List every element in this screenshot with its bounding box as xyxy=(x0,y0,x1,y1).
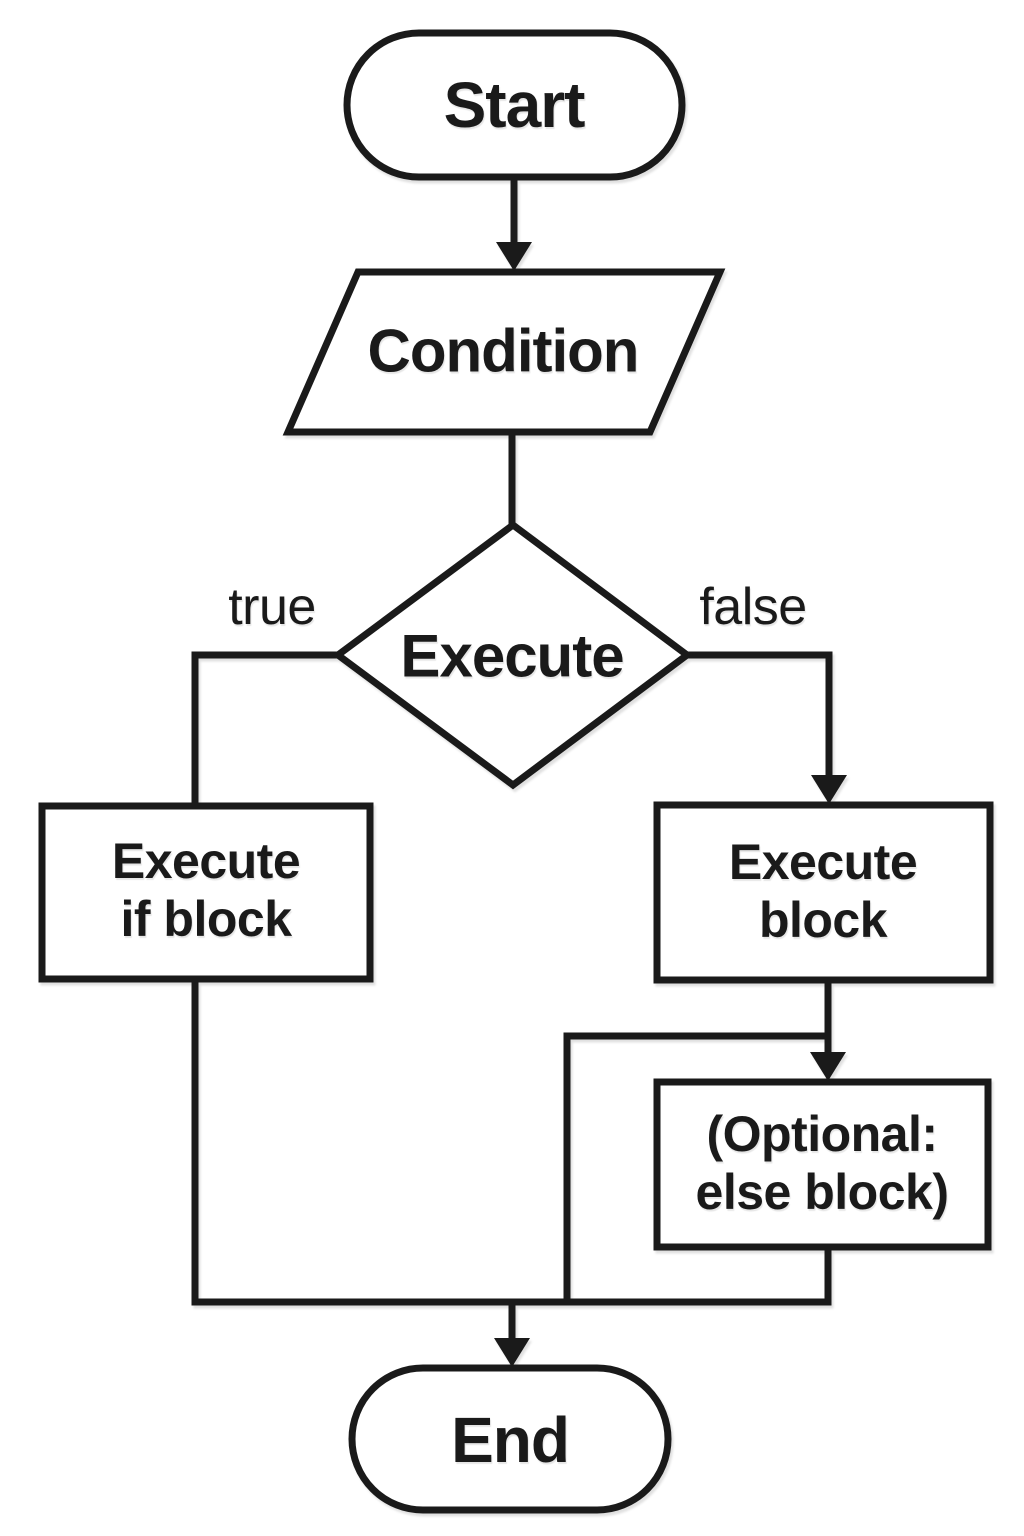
if-block-label: Execute if block xyxy=(111,832,301,948)
execute-block-process-shape xyxy=(653,801,994,984)
execute-block-label: Execute block xyxy=(728,833,918,949)
end-node-label: End xyxy=(451,1404,570,1476)
false-branch-label: false xyxy=(699,578,807,636)
edge-true-branch xyxy=(191,651,350,812)
start-node-label: Start xyxy=(443,69,586,141)
if-block-process-shape xyxy=(38,802,374,983)
execute-decision-label: Execute xyxy=(400,622,624,690)
if-block-line-2: if block xyxy=(120,891,292,947)
condition-node-label: Condition xyxy=(367,317,640,385)
arrowhead-into-condition xyxy=(496,242,532,271)
optional-else-block-label: (Optional: else block) xyxy=(696,1105,949,1221)
execute-block-line-2: block xyxy=(758,892,888,948)
start-terminator-shape xyxy=(343,29,686,181)
edge-else-bypass xyxy=(563,1032,828,1302)
arrowhead-into-optional-else xyxy=(810,1052,846,1081)
execute-block-line-1: Execute xyxy=(728,834,918,890)
edge-false-branch xyxy=(678,651,833,776)
optional-else-line-2: else block) xyxy=(695,1164,949,1220)
execute-decision-diamond-shape xyxy=(332,520,693,790)
condition-parallelogram-shape xyxy=(282,268,726,436)
true-branch-label: true xyxy=(228,578,316,636)
arrowhead-into-execute-block xyxy=(811,775,847,804)
optional-else-line-1: (Optional: xyxy=(706,1106,938,1162)
if-block-line-1: Execute xyxy=(111,833,301,889)
arrowhead-into-end xyxy=(494,1338,530,1367)
optional-else-process-shape xyxy=(653,1078,992,1251)
end-terminator-shape xyxy=(348,1364,672,1514)
